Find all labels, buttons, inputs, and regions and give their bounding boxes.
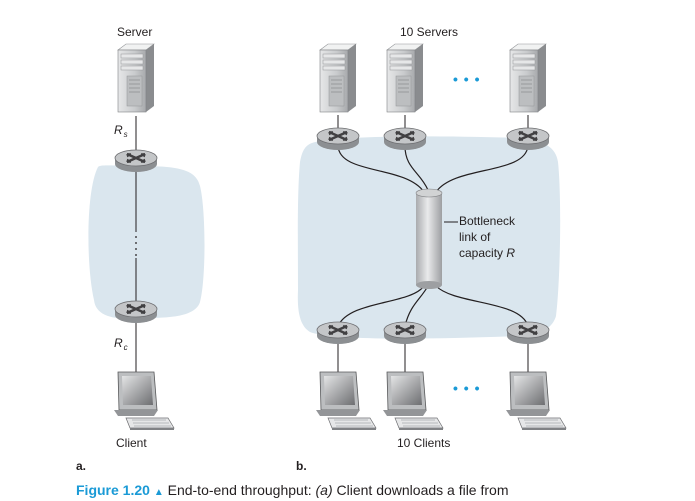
figure-number: Figure 1.20 <box>76 482 150 498</box>
network-cloud-a <box>88 165 205 319</box>
bottleneck-capacity-text: capacity <box>459 246 507 260</box>
client-computer-icon-2 <box>382 371 444 431</box>
server-icon-2 <box>386 43 424 113</box>
server-icon-3 <box>509 43 547 113</box>
router-icon-b6 <box>505 320 551 346</box>
bottleneck-link-cylinder <box>415 188 443 289</box>
server-icon-1 <box>319 43 357 113</box>
link-bottleneck-router6 <box>435 285 529 327</box>
caption-triangle: ▲ <box>153 487 164 498</box>
bottleneck-line-1: Bottleneck <box>459 214 516 228</box>
link-bottleneck-router5 <box>404 285 429 327</box>
rs-main: R <box>114 123 123 137</box>
bottleneck-line-2: link of <box>459 230 491 244</box>
bottleneck-capacity-var: R <box>506 246 516 260</box>
router-icon-b2 <box>382 126 428 152</box>
caption-text-1: End-to-end throughput: <box>163 482 316 498</box>
link-router1-bottleneck <box>337 145 425 193</box>
router-icon-b5 <box>382 320 428 346</box>
caption-text-italic: (a) <box>315 482 333 498</box>
figure-caption: Figure 1.20 ▲ End-to-end throughput: (a)… <box>76 482 509 498</box>
client-label: Client <box>116 436 147 450</box>
router-icon-b4 <box>315 320 361 346</box>
rc-label: Rc <box>114 336 128 352</box>
caption-text-2: Client downloads a file from <box>332 482 509 498</box>
router-icon-b1 <box>315 126 361 152</box>
router-icon-b3 <box>505 126 551 152</box>
router-icon-bottom <box>113 299 159 325</box>
client-computer-icon-3 <box>505 371 567 431</box>
panel-a-label: a. <box>76 459 87 473</box>
client-computer-icon <box>113 371 175 431</box>
client-computer-icon-1 <box>315 371 377 431</box>
link-router3-bottleneck <box>435 145 529 193</box>
rc-main: R <box>114 336 123 350</box>
link-router2-bottleneck <box>404 145 429 191</box>
server-label: Server <box>117 25 153 39</box>
panel-b-label: b. <box>296 459 307 473</box>
rc-subscript: c <box>123 343 128 352</box>
link-bottleneck-router4 <box>337 285 425 327</box>
rs-subscript: s <box>123 130 128 139</box>
clients-ellipsis: • • • <box>453 380 481 396</box>
server-icon <box>117 43 155 113</box>
servers-label: 10 Servers <box>400 25 459 39</box>
rs-label: Rs <box>114 123 128 139</box>
bottleneck-label: Bottleneck link of capacity R <box>459 213 515 261</box>
bottleneck-line-3: capacity R <box>459 245 515 261</box>
servers-ellipsis: • • • <box>453 71 481 87</box>
clients-label: 10 Clients <box>397 436 451 450</box>
router-icon-top <box>113 148 159 174</box>
